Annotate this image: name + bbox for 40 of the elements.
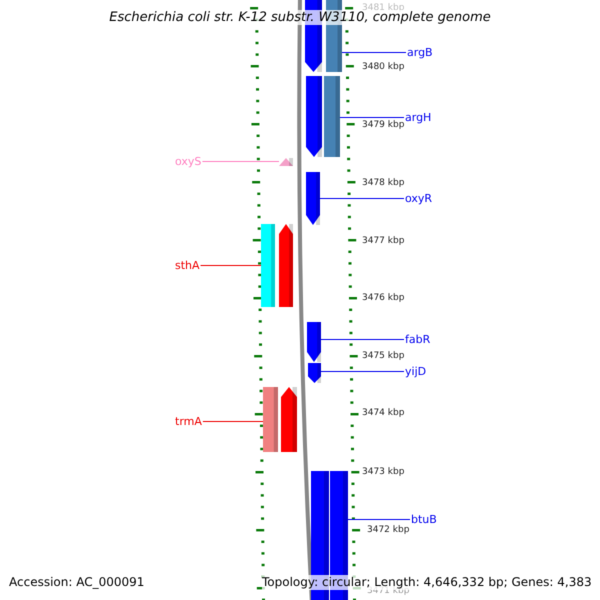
gene-block bbox=[279, 224, 293, 307]
gene-label: yijD bbox=[405, 365, 426, 378]
scale-label: 3480 kbp bbox=[362, 62, 404, 73]
leader-line bbox=[200, 265, 262, 266]
gene-block bbox=[306, 76, 322, 157]
gene-label: trmA bbox=[175, 415, 202, 428]
gene-bar bbox=[324, 76, 340, 157]
gene-bar bbox=[263, 387, 278, 452]
gene-label: oxyR bbox=[405, 192, 432, 205]
gene-label: btuB bbox=[411, 513, 437, 526]
scale-label: 3474 kbp bbox=[362, 408, 404, 419]
leader-line bbox=[340, 117, 404, 118]
gene-label: fabR bbox=[405, 333, 430, 346]
scale-label: 3478 kbp bbox=[362, 178, 404, 189]
gene-label: argH bbox=[405, 111, 432, 124]
gene-label: oxyS bbox=[175, 155, 202, 168]
scale-label: 3475 kbp bbox=[362, 351, 404, 362]
gene-block bbox=[306, 172, 320, 225]
leader-line bbox=[342, 52, 406, 53]
gene-marker bbox=[279, 158, 293, 166]
gene-label: argB bbox=[407, 46, 433, 59]
scale-label: 3479 kbp bbox=[362, 120, 404, 131]
leader-line bbox=[202, 161, 280, 162]
scale-label: 3476 kbp bbox=[362, 293, 404, 304]
gene-label: sthA bbox=[175, 259, 200, 272]
accession-text: Accession: AC_000091 bbox=[9, 575, 144, 590]
leader-line bbox=[320, 339, 404, 340]
gene-bar bbox=[261, 224, 275, 307]
leader-line bbox=[320, 371, 404, 372]
gene-block bbox=[308, 363, 321, 383]
leader-line bbox=[320, 198, 404, 199]
scale-label: 3477 kbp bbox=[362, 236, 404, 247]
leader-line bbox=[202, 421, 264, 422]
scale-label: 3473 kbp bbox=[362, 467, 404, 478]
leader-line bbox=[348, 519, 410, 520]
scale-label: 3472 kbp bbox=[367, 525, 410, 536]
scale-label: 3471 kbp bbox=[367, 586, 410, 597]
map-title: Escherichia coli str. K-12 substr. W3110, complete genome bbox=[109, 10, 491, 25]
gene-block bbox=[281, 387, 297, 452]
scale-label: 3481 kbp bbox=[362, 3, 404, 13]
